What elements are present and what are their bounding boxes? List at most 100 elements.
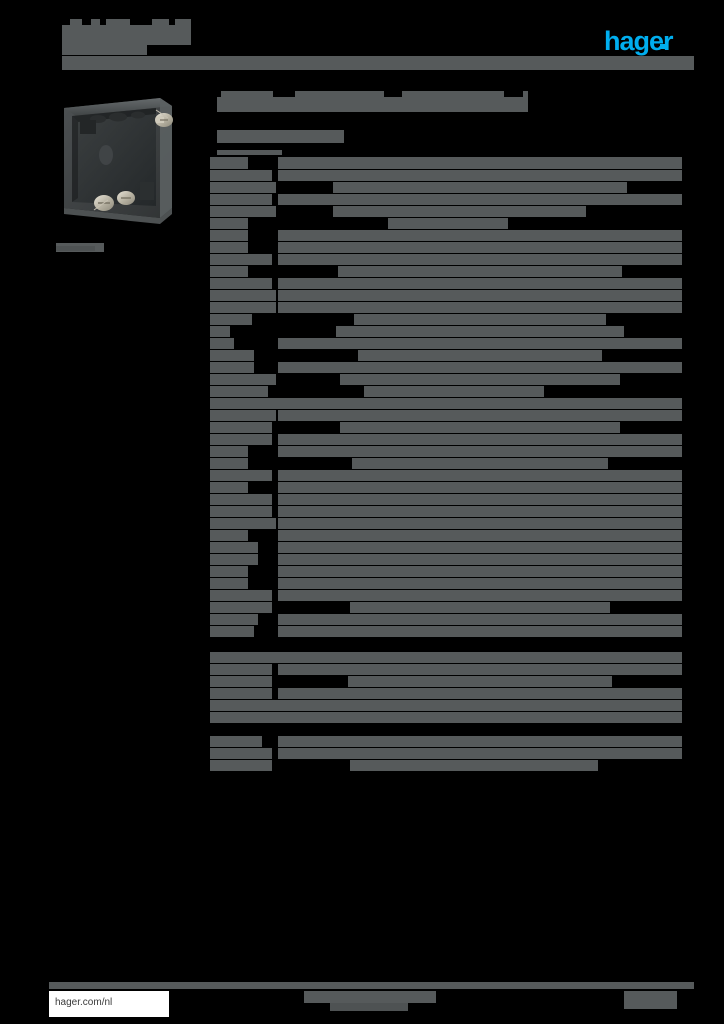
- row-value: [278, 542, 682, 553]
- row-label: [210, 386, 268, 397]
- row-label: [210, 302, 276, 313]
- table-row: [210, 518, 682, 529]
- table-row: [210, 736, 682, 747]
- row-value: [336, 326, 624, 337]
- row-value: [278, 170, 682, 181]
- row-value: [278, 590, 682, 601]
- table-row: [210, 760, 682, 771]
- row-value: [340, 422, 620, 433]
- table-row: [210, 664, 682, 675]
- row-label: [210, 410, 276, 421]
- row-value: [278, 506, 682, 517]
- table-row: [210, 302, 682, 313]
- table-row: [210, 386, 682, 397]
- row-value: [352, 458, 608, 469]
- table-row: [210, 230, 682, 241]
- row-value: [278, 362, 682, 373]
- header-title-gap: [82, 19, 91, 25]
- table-row: [210, 434, 682, 445]
- footer-url-box[interactable]: [49, 991, 169, 1017]
- row-label: [210, 554, 258, 565]
- footer-right-block: [624, 991, 677, 1009]
- row-label: [210, 566, 248, 577]
- row-label: [210, 482, 248, 493]
- header-title-gap: [62, 19, 70, 25]
- row-value: [278, 398, 682, 409]
- table-row: [210, 614, 682, 625]
- table-row: [210, 194, 682, 205]
- row-label: [210, 602, 272, 613]
- table-row: [210, 170, 682, 181]
- header-rule: [62, 56, 694, 70]
- table-row: [210, 362, 682, 373]
- table-row: [210, 326, 682, 337]
- row-value: [340, 374, 620, 385]
- table-row: [210, 530, 682, 541]
- row-value: [278, 518, 682, 529]
- product-image: [56, 90, 180, 234]
- row-label: [210, 626, 254, 637]
- row-label: [210, 398, 292, 409]
- table-row: [210, 278, 682, 289]
- table-row: [210, 554, 682, 565]
- row-label: [210, 326, 230, 337]
- row-label: [210, 362, 254, 373]
- row-value: [278, 688, 682, 699]
- header-subtitle-block: [62, 42, 147, 55]
- table-row: [210, 494, 682, 505]
- table-row: [210, 410, 682, 421]
- header-title-gap: [130, 19, 152, 25]
- screw-bottom-mid: [117, 191, 135, 205]
- row-value: [350, 602, 610, 613]
- screw-top-right: [155, 113, 173, 127]
- row-value: [333, 206, 586, 217]
- row-label: [210, 470, 272, 481]
- row-label: [210, 748, 272, 759]
- row-value: [278, 338, 682, 349]
- row-label: [210, 518, 276, 529]
- table-row: [210, 652, 682, 663]
- row-value: [388, 218, 508, 229]
- row-label: [210, 157, 248, 169]
- page-title-gap: [504, 91, 523, 97]
- row-value: [278, 736, 682, 747]
- row-label: [210, 506, 272, 517]
- row-label: [210, 218, 248, 229]
- row-label: [210, 194, 272, 205]
- row-label: [210, 530, 248, 541]
- row-value: [278, 494, 682, 505]
- row-value: [278, 157, 682, 169]
- product-photo-svg: [64, 98, 173, 224]
- row-value: [278, 700, 682, 711]
- footer-center-block-2: [330, 1003, 408, 1011]
- page-title: [217, 91, 528, 112]
- page-subtitle: [217, 130, 344, 143]
- row-label: [210, 494, 272, 505]
- row-value: [278, 664, 682, 675]
- table-row: [210, 206, 682, 217]
- hager-logo[interactable]: hager: [604, 26, 674, 56]
- row-value: [278, 278, 682, 289]
- row-value: [278, 748, 682, 759]
- table-row: [210, 566, 682, 577]
- table-row: [210, 266, 682, 277]
- row-label: [210, 590, 272, 601]
- footer-rule: [49, 982, 694, 989]
- row-value: [364, 386, 544, 397]
- row-label: [210, 736, 262, 747]
- specifications-table: [210, 157, 682, 772]
- row-value: [278, 410, 682, 421]
- table-row: [210, 676, 682, 687]
- footer-center-block: [304, 991, 436, 1003]
- row-label: [210, 760, 272, 771]
- row-value: [348, 676, 612, 687]
- row-label: [210, 578, 248, 589]
- row-value: [278, 290, 682, 301]
- row-value: [278, 554, 682, 565]
- row-value: [338, 266, 622, 277]
- hager-logo-accent: [660, 44, 665, 49]
- row-value: [278, 230, 682, 241]
- footer-url[interactable]: hager.com/nl: [55, 997, 113, 1008]
- table-row: [210, 712, 682, 723]
